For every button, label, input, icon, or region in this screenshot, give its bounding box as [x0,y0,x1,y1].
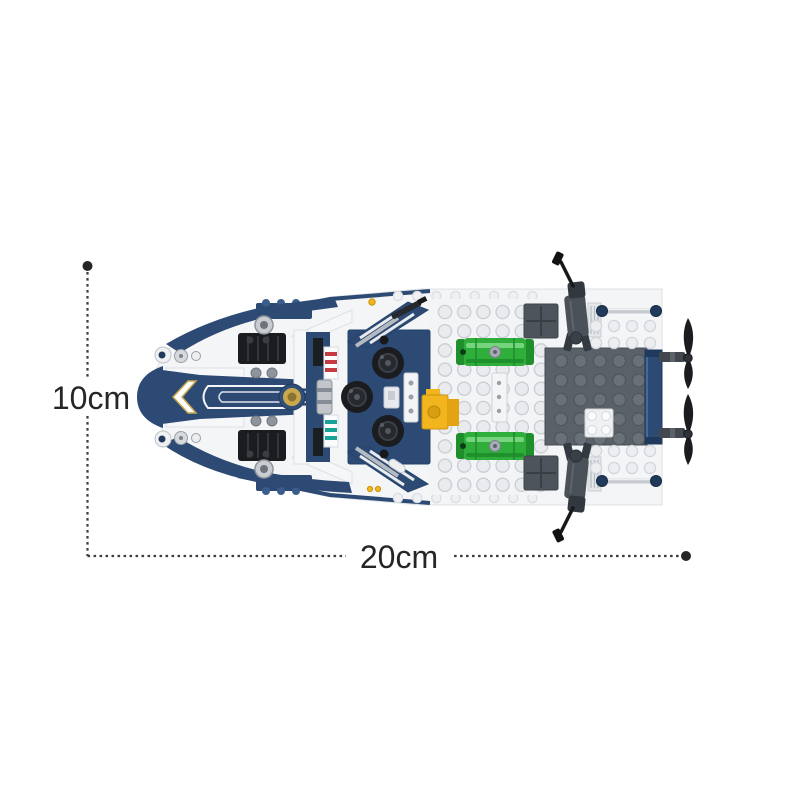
red-striped-tile [323,346,339,380]
tire-middle [341,381,373,413]
green-barrel-bottom [456,432,534,460]
seat-block-bottom [238,430,286,461]
yellow-brick [421,389,459,430]
windshield-bottom [346,445,430,493]
teal-striped-tile [323,414,339,448]
stern-corner-studs-bottom [589,444,657,475]
bow-wing-top [166,297,338,353]
stern-railing-top [596,305,662,317]
robot-arm-bottom [552,442,592,543]
gray-stud-pairs [250,367,278,427]
yellow-deco-studs [366,298,382,493]
chrome-cone-bottom [254,459,274,479]
stern-railing-bottom [596,475,662,487]
green-barrel-top [456,338,534,366]
stern-white-tile [584,408,614,438]
chrome-axle [316,379,333,415]
dark-tile-top [523,303,559,339]
transom-trim [644,349,663,445]
black-grille-bottom [313,428,323,456]
center-stripe-band [162,370,312,424]
police-badge [278,383,306,411]
chrome-cone-top [254,315,274,335]
robot-arm-top [552,251,592,352]
bow-hook-bottom [154,430,201,448]
bow-wing-bottom [162,437,352,493]
black-grille-top [313,338,323,366]
hull-edge-studs-bottom [392,492,538,504]
stripe-chevron [171,380,198,414]
height-dimension: 10cm [52,261,130,556]
tire-bottom [372,415,404,447]
bow-hook-top [154,346,201,364]
height-label: 10cm [52,380,130,416]
mid-white-column-top [293,329,309,389]
lego-boat-top-view [137,251,694,543]
width-label: 20cm [360,539,438,575]
stern-corner-studs-top [589,319,657,350]
deck-white-tile-column [491,372,508,423]
windshield-top [346,296,430,349]
propeller-top [659,318,694,389]
tire-top [372,347,404,379]
dimension-dot-top [82,261,93,271]
propeller-bottom [659,394,694,465]
bow-nose-cap [137,366,163,428]
mid-white-column-bottom [293,405,309,465]
helm-console [383,372,419,423]
seat-block-top [238,333,286,364]
dark-tile-bottom [523,455,559,491]
width-dimension: 20cm [87,539,691,575]
dimension-dot-right [681,551,691,561]
